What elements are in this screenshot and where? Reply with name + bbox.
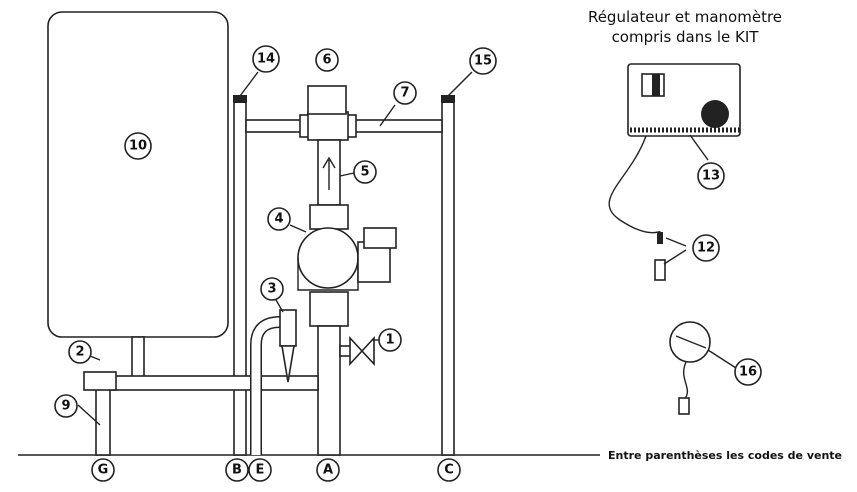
leader-4 xyxy=(289,224,307,233)
callout-15: 15 xyxy=(469,47,497,75)
flow-arrow xyxy=(322,156,336,190)
leader-9 xyxy=(77,404,101,426)
leader-15 xyxy=(447,71,473,97)
callout-6: 6 xyxy=(315,48,339,72)
safety-valve xyxy=(83,371,117,391)
leader-3 xyxy=(275,299,284,313)
callout-13: 13 xyxy=(697,162,725,190)
callout-7: 7 xyxy=(393,81,417,105)
svg-text:6: 6 xyxy=(322,53,331,68)
leader-7 xyxy=(379,104,396,127)
sales-codes-footnote: Entre parenthèses les codes de vente xyxy=(608,449,843,462)
callout-3: 3 xyxy=(260,277,284,301)
pump-terminal-box xyxy=(363,227,397,249)
regulator-switch xyxy=(652,74,660,96)
svg-text:3: 3 xyxy=(267,282,276,297)
sensor-well xyxy=(654,259,666,281)
circulation-pump xyxy=(297,227,359,289)
connection-g: G xyxy=(91,458,115,482)
svg-text:15: 15 xyxy=(474,54,492,69)
connection-a: A xyxy=(316,458,340,482)
bleed-valve xyxy=(279,309,297,347)
svg-text:2: 2 xyxy=(75,345,84,360)
callout-12: 12 xyxy=(692,234,720,262)
leader-5 xyxy=(339,172,355,177)
kit-title-line-1: Régulateur et manomètre xyxy=(587,8,783,26)
bottom-supply-pipe xyxy=(101,375,319,391)
svg-text:9: 9 xyxy=(61,399,70,414)
leader-16 xyxy=(707,349,737,369)
callout-10: 10 xyxy=(124,132,152,160)
leader-14 xyxy=(239,71,259,97)
svg-text:C: C xyxy=(444,463,454,478)
pipe-c-cap xyxy=(441,95,455,103)
svg-text:13: 13 xyxy=(702,169,720,184)
pump-top-fitting xyxy=(309,204,349,230)
svg-text:7: 7 xyxy=(400,86,409,101)
top-valve-nut xyxy=(307,111,349,141)
gauge-capillary xyxy=(683,361,689,401)
drain-valve xyxy=(349,335,375,367)
connection-e: E xyxy=(248,458,272,482)
svg-text:14: 14 xyxy=(257,52,275,67)
callout-5: 5 xyxy=(353,160,377,184)
callout-16: 16 xyxy=(734,358,762,386)
sensor-cable xyxy=(608,135,661,234)
pipe-a-return xyxy=(317,325,341,456)
gauge-needle xyxy=(675,335,707,349)
pipe-c-riser xyxy=(441,99,455,456)
regulator-knob xyxy=(701,100,729,128)
svg-text:1: 1 xyxy=(385,333,394,348)
leader-12 xyxy=(663,237,687,265)
leader-13 xyxy=(689,134,709,161)
gauge-fitting xyxy=(678,397,690,415)
connection-b: B xyxy=(225,458,249,482)
pipe-b-riser xyxy=(233,99,247,456)
svg-text:A: A xyxy=(323,463,333,478)
connection-c: C xyxy=(437,458,461,482)
water-tank xyxy=(47,11,229,338)
kit-title-line-2: compris dans le KIT xyxy=(611,28,759,46)
svg-text:E: E xyxy=(256,463,265,478)
svg-text:16: 16 xyxy=(739,365,757,380)
svg-text:10: 10 xyxy=(129,139,147,154)
pump-bottom-fitting xyxy=(309,291,349,327)
callout-4: 4 xyxy=(267,207,291,231)
pipe-g-riser xyxy=(95,381,111,456)
sensor-probe xyxy=(657,232,663,244)
pipe-b-cap xyxy=(233,95,247,103)
callout-14: 14 xyxy=(252,45,280,73)
svg-text:4: 4 xyxy=(274,212,283,227)
bleed-valve-tip xyxy=(281,345,295,383)
callout-1: 1 xyxy=(378,328,402,352)
valve-motor-head xyxy=(307,85,347,115)
svg-text:12: 12 xyxy=(697,241,715,256)
svg-text:G: G xyxy=(98,463,109,478)
leader-2 xyxy=(89,355,101,361)
callout-9: 9 xyxy=(54,394,78,418)
svg-text:B: B xyxy=(232,463,242,478)
svg-text:5: 5 xyxy=(360,165,369,180)
callout-2: 2 xyxy=(68,340,92,364)
